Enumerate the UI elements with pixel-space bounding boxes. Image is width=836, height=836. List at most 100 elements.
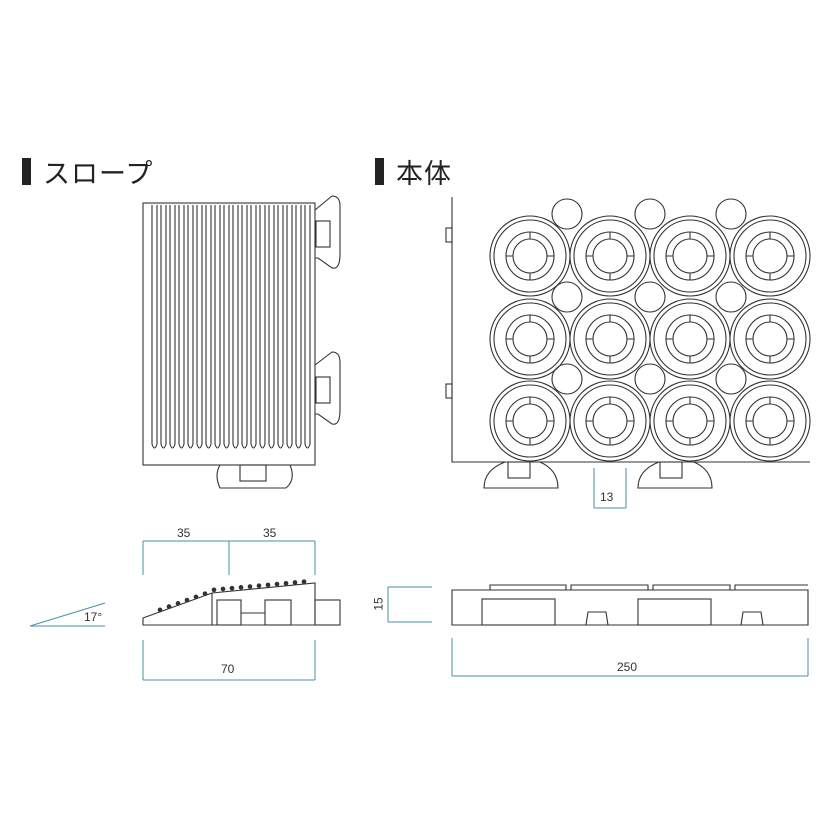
slope-groove (232, 205, 239, 449)
cell-spokes (746, 232, 794, 280)
body-side-foot (740, 611, 764, 626)
small-circle (634, 363, 666, 395)
cell-ring (493, 384, 567, 458)
cell-hole (592, 403, 628, 439)
cell-ring (493, 219, 567, 293)
slope-connector-side (314, 599, 341, 626)
cell-spokes (586, 315, 634, 363)
cell-spokes (506, 232, 554, 280)
body-section-title: 本体 (375, 152, 452, 191)
dim-label-slope-angle: 17° (84, 610, 103, 624)
cell-spokes (746, 397, 794, 445)
small-circle (634, 281, 666, 313)
hole-width-dimension (593, 468, 627, 509)
slope-dot (247, 584, 253, 589)
cell-hole (752, 238, 788, 274)
slope-groove (151, 205, 158, 449)
body-left-lug (445, 227, 453, 243)
cell-hole (512, 321, 548, 357)
body-bottom-tab (637, 461, 713, 489)
slope-dot (220, 586, 226, 592)
dim-label-slope-left: 35 (177, 526, 191, 540)
slope-side-view (142, 579, 341, 626)
cell-ring (733, 219, 807, 293)
slope-dot (211, 587, 217, 593)
body-bottom-tab (483, 461, 559, 489)
cell-ring (573, 219, 647, 293)
small-circle (551, 198, 583, 230)
cell-ring (573, 384, 647, 458)
body-bottom-slot (507, 461, 531, 479)
slope-dimensions (29, 540, 316, 681)
cell-hole (752, 403, 788, 439)
slope-dot (283, 580, 289, 586)
title-marker (22, 158, 31, 185)
body-side-foot (585, 611, 609, 626)
cell-outer-ring (649, 380, 731, 462)
body-side-cavity (637, 598, 712, 626)
body-title-text: 本体 (396, 159, 452, 190)
cell-outer-ring (569, 380, 651, 462)
slope-dot (292, 580, 298, 585)
cell-ring (653, 384, 727, 458)
small-circle (551, 363, 583, 395)
cell-ring (653, 219, 727, 293)
body-top-ribs (489, 584, 808, 590)
dim-label-slope-right: 35 (263, 526, 277, 540)
slope-dot (193, 594, 199, 600)
small-circle (634, 198, 666, 230)
cell-outer-ring (729, 215, 811, 297)
slope-groove (196, 205, 203, 449)
slope-connector-tab (314, 351, 341, 425)
body-top-view (445, 197, 811, 489)
slope-bottom-tab (216, 464, 293, 489)
slope-groove (268, 205, 275, 449)
dim-label-body-length: 250 (617, 660, 638, 674)
cell-hole (672, 238, 708, 274)
slope-inner-block (216, 599, 242, 626)
slope-groove (223, 205, 230, 449)
slope-ribs (151, 205, 311, 449)
cell-outer-ring (569, 215, 651, 297)
slope-groove (295, 205, 302, 449)
slope-groove (178, 205, 185, 449)
slope-dot (202, 591, 208, 597)
slope-connector-slot (315, 220, 331, 248)
slope-groove (160, 205, 167, 449)
slope-dot (274, 581, 280, 587)
body-side-view (451, 584, 809, 626)
cell-hole (752, 321, 788, 357)
slope-groove (304, 205, 311, 449)
slope-profile (142, 582, 316, 626)
slope-groove (277, 205, 284, 449)
cell-spokes (506, 315, 554, 363)
slope-groove (187, 205, 194, 449)
cell-hole (512, 238, 548, 274)
slope-groove (214, 205, 221, 449)
slope-connector-slot (315, 376, 331, 404)
cell-spokes (746, 315, 794, 363)
cell-hole (672, 321, 708, 357)
cell-outer-ring (489, 215, 571, 297)
cell-spokes (666, 315, 714, 363)
slope-dot (157, 607, 163, 613)
cell-outer-ring (649, 298, 731, 380)
cell-spokes (666, 232, 714, 280)
slope-bottom-slot (239, 464, 267, 482)
cell-hole (512, 403, 548, 439)
body-cells (489, 215, 811, 462)
slope-dot (229, 585, 235, 591)
cell-hole (592, 238, 628, 274)
slope-dot (256, 583, 262, 589)
slope-groove (205, 205, 212, 449)
cell-outer-ring (489, 380, 571, 462)
slope-top-view (142, 195, 341, 489)
body-small-circles (551, 198, 747, 395)
cell-ring (493, 302, 567, 376)
small-circle (551, 281, 583, 313)
slope-inner-block (264, 599, 292, 626)
cell-outer-ring (489, 298, 571, 380)
slope-dot (238, 585, 244, 590)
